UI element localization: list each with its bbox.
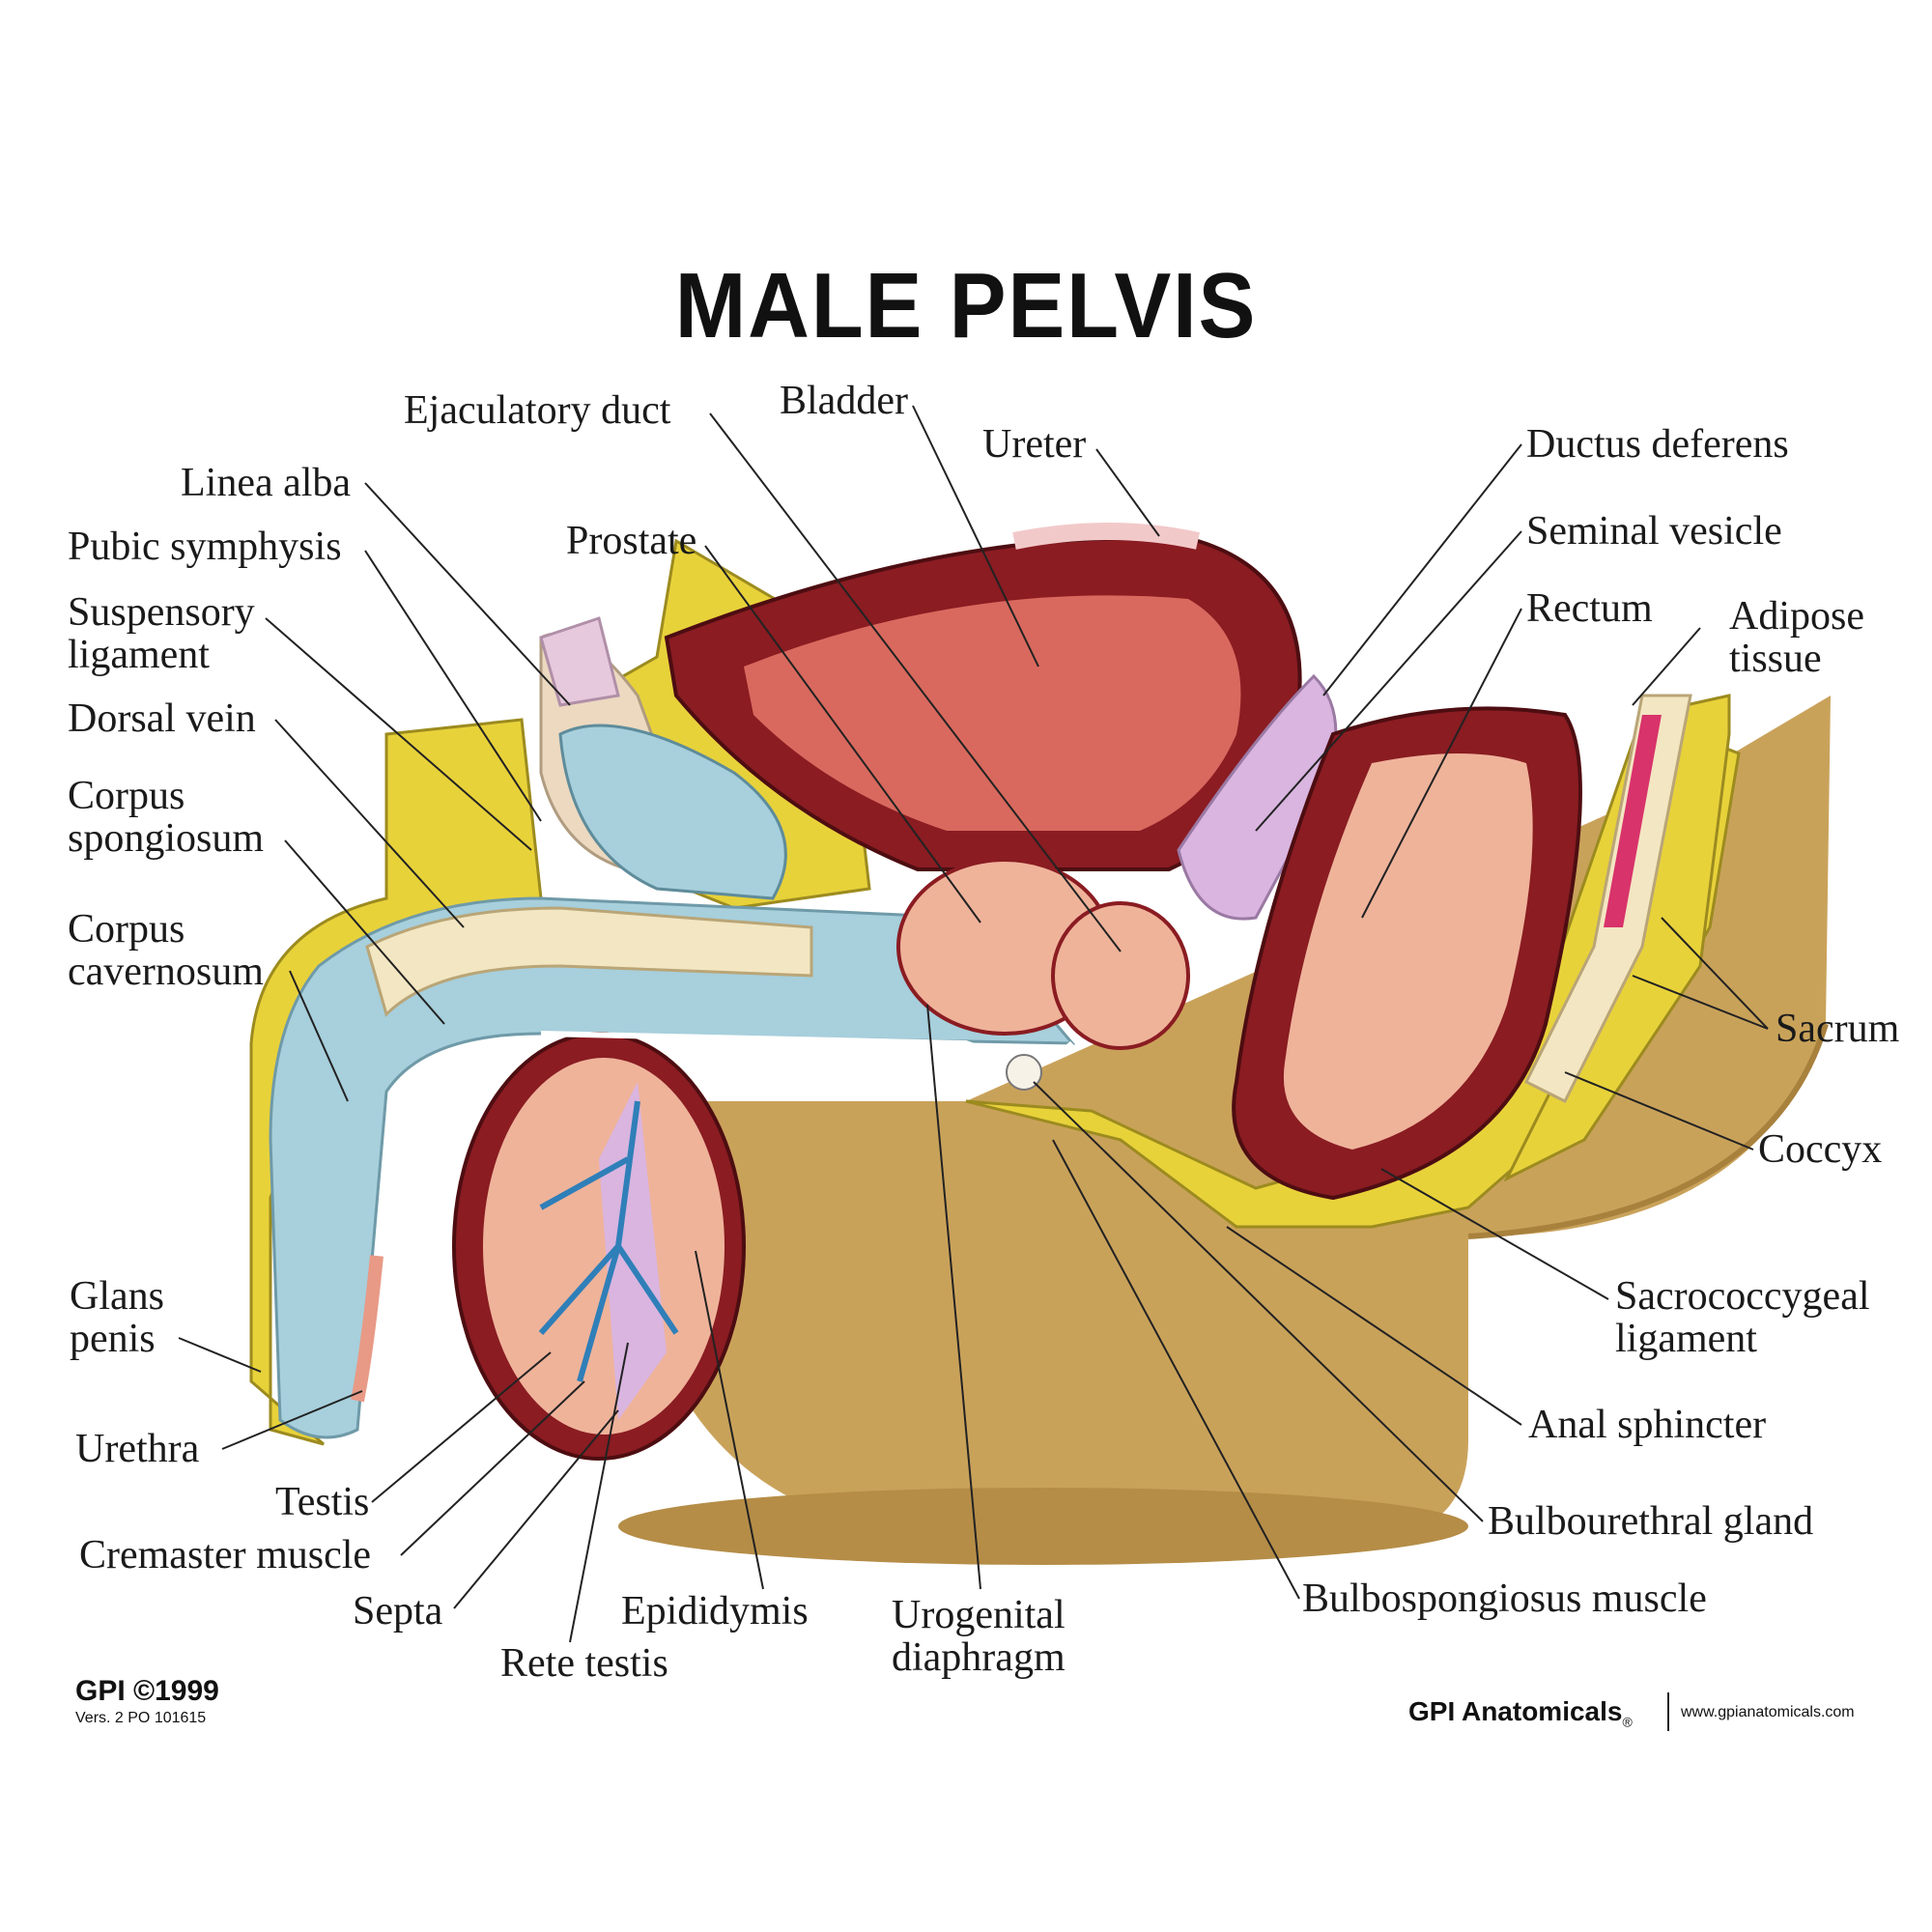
label-rectum: Rectum xyxy=(1526,586,1653,631)
label-adipose-tissue-line2: tissue xyxy=(1729,637,1822,681)
leader-sacrum-1 xyxy=(1661,917,1769,1030)
label-glans-penis-line2: penis xyxy=(70,1317,156,1361)
leader-bulbospongiosus-muscle xyxy=(1052,1139,1300,1600)
label-sacrococcygeal-ligament-line2: ligament xyxy=(1615,1317,1757,1361)
footer-divider xyxy=(1667,1692,1669,1731)
rectum-shape xyxy=(1232,706,1582,1201)
label-coccyx: Coccyx xyxy=(1758,1127,1883,1172)
label-corpus-spongiosum-line2: spongiosum xyxy=(68,816,265,861)
footer-url: www.gpianatomicals.com xyxy=(1681,1704,1855,1720)
testis-shape xyxy=(452,1032,746,1461)
label-corpus-cavernosum-line1: Corpus xyxy=(68,907,185,952)
leader-rete-testis xyxy=(569,1342,629,1643)
label-adipose-tissue-line1: Adipose xyxy=(1729,594,1864,639)
leader-ductus-deferens xyxy=(1322,443,1522,696)
label-linea-alba: Linea alba xyxy=(181,461,352,505)
leader-corpus-cavernosum xyxy=(289,970,349,1102)
leader-cremaster-muscle xyxy=(400,1380,585,1556)
label-urogenital-diaphragm-line1: Urogenital xyxy=(892,1593,1065,1637)
label-bulbourethral-gland: Bulbourethral gland xyxy=(1488,1499,1814,1544)
label-ureter: Ureter xyxy=(982,422,1087,467)
leader-coccyx xyxy=(1564,1071,1754,1151)
label-adipose-tissue: Adipose tissue xyxy=(1729,595,1864,680)
label-bulbospongiosus-muscle: Bulbospongiosus muscle xyxy=(1302,1577,1707,1621)
leader-sacrococcygeal-ligament xyxy=(1380,1168,1609,1300)
label-epididymis: Epididymis xyxy=(621,1589,809,1634)
label-urogenital-diaphragm-line2: diaphragm xyxy=(892,1635,1065,1680)
label-cremaster-muscle: Cremaster muscle xyxy=(79,1533,372,1577)
label-glans-penis: Glans penis xyxy=(70,1275,164,1360)
leader-bulbourethral-gland xyxy=(1033,1081,1484,1522)
leader-dorsal-vein xyxy=(274,719,465,928)
urethra-shape xyxy=(540,1031,1075,1091)
sacrum-shape xyxy=(1523,694,1692,1104)
leader-urogenital-diaphragm xyxy=(926,1004,981,1590)
label-corpus-cavernosum: Corpus cavernosum xyxy=(68,908,264,993)
leader-testis xyxy=(371,1351,552,1503)
label-rete-testis: Rete testis xyxy=(500,1641,668,1686)
prostate-shape xyxy=(896,858,1190,1050)
seminal-vesicle-shape xyxy=(1177,673,1338,921)
label-prostate: Prostate xyxy=(566,519,697,563)
leader-ureter xyxy=(1095,448,1160,537)
bladder-shape xyxy=(664,523,1302,871)
footer-brand-mark: ® xyxy=(1622,1714,1633,1730)
label-urogenital-diaphragm: Urogenital diaphragm xyxy=(892,1594,1065,1679)
leader-bladder xyxy=(912,405,1039,668)
penis-shaft xyxy=(269,896,1076,1439)
leader-ejaculatory-duct xyxy=(709,412,1122,952)
leader-urethra xyxy=(221,1390,363,1450)
leader-septa xyxy=(453,1409,619,1609)
label-sacrococcygeal-ligament-line1: Sacrococcygeal xyxy=(1615,1274,1870,1319)
leader-lines xyxy=(178,405,1769,1643)
pubic-symphysis-shape xyxy=(539,616,787,900)
label-sacrum: Sacrum xyxy=(1776,1007,1900,1051)
label-dorsal-vein: Dorsal vein xyxy=(68,696,256,741)
label-sacrococcygeal-ligament: Sacrococcygeal ligament xyxy=(1615,1275,1870,1360)
leader-anal-sphincter xyxy=(1226,1226,1522,1426)
label-glans-penis-line1: Glans xyxy=(70,1274,164,1319)
label-anal-sphincter: Anal sphincter xyxy=(1528,1403,1767,1447)
label-ejaculatory-duct: Ejaculatory duct xyxy=(404,388,671,433)
label-septa: Septa xyxy=(353,1589,443,1634)
leader-prostate xyxy=(704,545,981,923)
footer-brand-name: GPI Anatomicals xyxy=(1408,1696,1623,1726)
label-bladder: Bladder xyxy=(780,379,908,423)
label-corpus-spongiosum: Corpus spongiosum xyxy=(68,775,264,860)
leader-sacrum-2 xyxy=(1632,975,1769,1030)
label-pubic-symphysis: Pubic symphysis xyxy=(68,525,342,569)
footer-brand: GPI Anatomicals® xyxy=(1408,1696,1633,1730)
label-suspensory-ligament-line2: ligament xyxy=(68,633,210,677)
leader-adipose-tissue xyxy=(1632,627,1701,706)
label-suspensory-ligament-line1: Suspensory xyxy=(68,590,255,635)
label-testis: Testis xyxy=(275,1480,370,1524)
leader-seminal-vesicle xyxy=(1255,530,1522,832)
label-suspensory-ligament: Suspensory ligament xyxy=(68,591,255,676)
label-corpus-spongiosum-line1: Corpus xyxy=(68,774,185,818)
leader-linea-alba xyxy=(364,482,571,706)
label-ductus-deferens: Ductus deferens xyxy=(1526,422,1789,467)
page-title: MALE PELVIS xyxy=(674,254,1258,357)
label-corpus-cavernosum-line2: cavernosum xyxy=(68,950,264,994)
leader-rectum xyxy=(1361,608,1522,919)
leader-epididymis xyxy=(695,1250,764,1590)
footer-version: Vers. 2 PO 101615 xyxy=(75,1710,207,1726)
leader-corpus-spongiosum xyxy=(284,839,445,1025)
footer-copyright: GPI ©1999 xyxy=(75,1675,219,1707)
leader-suspensory-ligament xyxy=(265,617,532,851)
leader-glans-penis xyxy=(178,1337,262,1373)
label-urethra: Urethra xyxy=(75,1427,200,1471)
label-seminal-vesicle: Seminal vesicle xyxy=(1526,509,1782,554)
leader-pubic-symphysis xyxy=(364,550,542,822)
